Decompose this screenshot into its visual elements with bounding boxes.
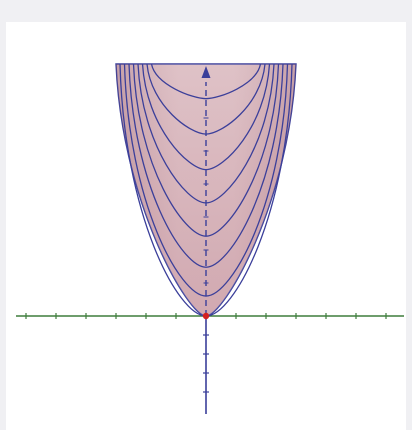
- paraboloid-diagram: [16, 63, 404, 414]
- graphics-view: [6, 22, 406, 430]
- level-curve-2: [123, 63, 289, 297]
- arrow-up-icon: [201, 66, 211, 78]
- horizontal-axis-ticks: [25, 313, 387, 319]
- level-curve-3: [128, 63, 284, 268]
- vertical-axis-ticks: [203, 117, 209, 393]
- origin-point-icon: [202, 312, 210, 320]
- level-curve-8: [150, 63, 262, 100]
- level-curve-4: [132, 63, 280, 237]
- level-curve-6: [141, 63, 271, 171]
- vertical-axis: [201, 66, 211, 414]
